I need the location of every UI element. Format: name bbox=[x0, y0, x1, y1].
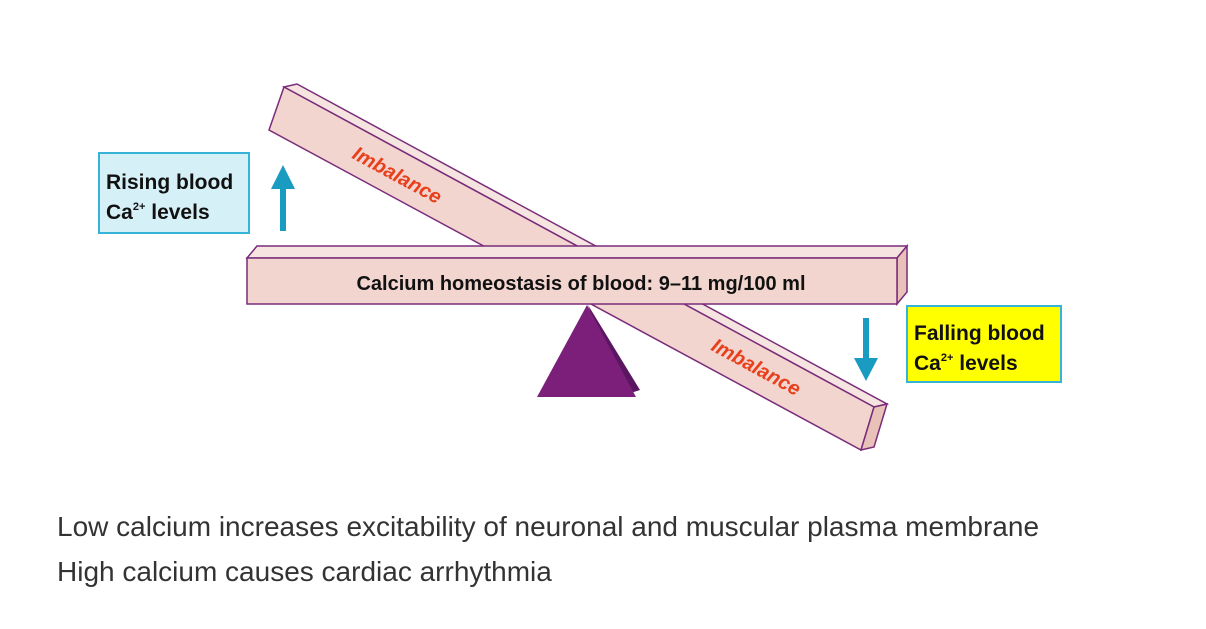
fulcrum-shadow bbox=[588, 305, 640, 397]
fulcrum bbox=[537, 305, 640, 397]
caption-high-calcium: High calcium causes cardiac arrhythmia bbox=[57, 556, 552, 587]
falling-box-line2: Ca2+ levels bbox=[914, 352, 1018, 375]
caption-block: Low calcium increases excitability of ne… bbox=[57, 504, 1197, 594]
down-arrow-icon bbox=[854, 318, 878, 381]
falling-box-line1: Falling blood bbox=[914, 322, 1045, 345]
fulcrum-triangle bbox=[537, 305, 636, 397]
balanced-beam-top-face bbox=[245, 245, 909, 259]
rising-calcium-box: Rising blood Ca2+ levels bbox=[98, 152, 250, 234]
rising-box-line1: Rising blood bbox=[106, 171, 233, 194]
caption-low-calcium: Low calcium increases excitability of ne… bbox=[57, 511, 1040, 542]
rising-box-line2: Ca2+ levels bbox=[106, 201, 210, 224]
beam-label: Calcium homeostasis of blood: 9–11 mg/10… bbox=[356, 273, 805, 295]
up-arrow-icon bbox=[271, 165, 295, 231]
seesaw-diagram: Calcium homeostasis of blood: 9–11 mg/10… bbox=[98, 83, 1062, 452]
rising-box-background bbox=[98, 152, 250, 234]
tilted-beam-end-face bbox=[859, 402, 889, 452]
falling-calcium-box: Falling blood Ca2+ levels bbox=[906, 305, 1062, 383]
balanced-beam: Calcium homeostasis of blood: 9–11 mg/10… bbox=[245, 243, 909, 307]
balanced-beam-front-face bbox=[246, 257, 898, 305]
falling-box-background bbox=[906, 305, 1062, 383]
